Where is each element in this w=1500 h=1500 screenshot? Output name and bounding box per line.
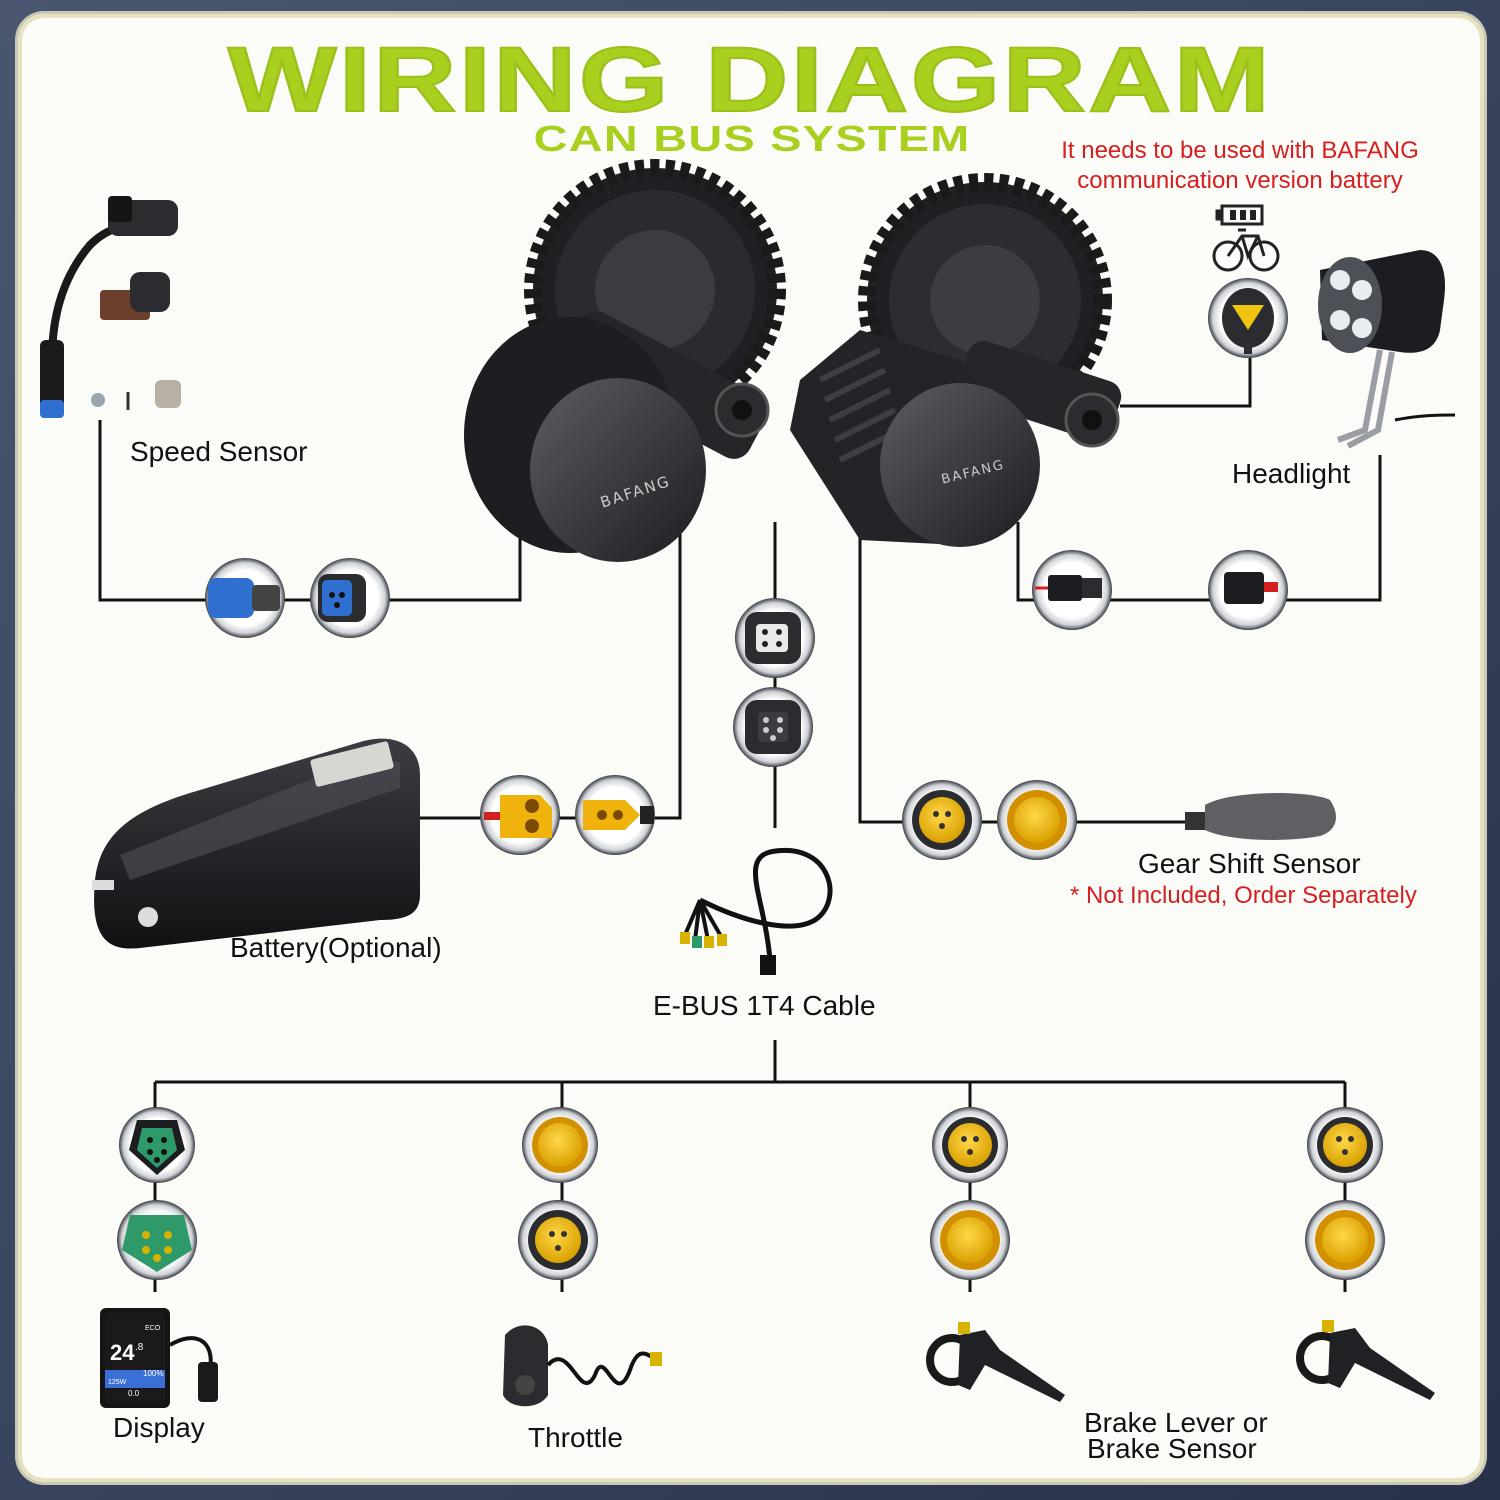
- battery-note-line-2: communication version battery: [1077, 167, 1403, 194]
- motor-right: BAFANG: [790, 173, 1122, 547]
- brake-lever-2-image: [1296, 1320, 1435, 1400]
- display-connector-bottom: [117, 1200, 197, 1280]
- headlight-connector-light-side: [1208, 550, 1288, 630]
- page-title: WIRING DIAGRAM: [227, 28, 1273, 132]
- wire-gear-shift: [858, 522, 1190, 824]
- brake-1-connector-bottom: [930, 1200, 1010, 1280]
- wire-speed-sensor: [98, 420, 522, 602]
- brake-2-connector-top: [1307, 1107, 1383, 1183]
- wire-bus-branch: [153, 1040, 1347, 1110]
- speed-sensor-image: [40, 196, 181, 418]
- gear-shift-connector-female: [902, 780, 982, 860]
- battery-image: [92, 738, 420, 949]
- ebus-connector-female: [733, 687, 813, 767]
- wire-headlight-power: [1120, 350, 1252, 408]
- throttle-label: Throttle: [528, 1422, 623, 1453]
- battery-connector-male: [575, 775, 655, 855]
- display-speed: 24: [110, 1340, 135, 1365]
- wires: [98, 350, 1382, 1292]
- wire-branch-stems: [153, 1180, 1347, 1292]
- display-image: 24 .8 ECO 100% 125W 0.0: [100, 1308, 218, 1408]
- gear-shift-sensor-image: [1185, 793, 1336, 840]
- brake-2-connector-bottom: [1305, 1200, 1385, 1280]
- battery-icon: [1215, 204, 1264, 226]
- display-mode: ECO: [145, 1325, 161, 1332]
- throttle-connector-bottom: [518, 1200, 598, 1280]
- headlight-image: [1318, 250, 1456, 449]
- display-trip: 0.0: [128, 1389, 140, 1398]
- brake-label: Brake Lever or Brake Sensor: [1084, 1407, 1268, 1464]
- brake-lever-1-image: [926, 1322, 1065, 1402]
- brake-1-connector-top: [932, 1107, 1008, 1183]
- headlight-power-connector: [1208, 278, 1288, 358]
- speed-sensor-connector-male: [205, 558, 285, 638]
- battery-note: It needs to be used with BAFANG communic…: [1040, 136, 1440, 196]
- motor-left: BAFANG: [464, 159, 786, 562]
- battery-label: Battery(Optional): [230, 932, 442, 963]
- wire-battery: [420, 520, 682, 820]
- wire-headlight: [1016, 455, 1382, 602]
- gear-shift-connector-male: [997, 780, 1077, 860]
- speed-sensor-label: Speed Sensor: [130, 436, 308, 467]
- ebus-connector-male: [735, 598, 815, 678]
- page-subtitle: CAN BUS SYSTEM: [533, 118, 971, 159]
- bicycle-icon: [1212, 228, 1280, 272]
- headlight-connector-motor-side: [1032, 550, 1112, 630]
- brake-label-line-1: Brake Lever or: [1084, 1407, 1268, 1438]
- throttle-image: [503, 1325, 662, 1407]
- ebus-cable-image: [680, 847, 833, 975]
- display-label: Display: [113, 1412, 205, 1443]
- gear-shift-sensor-label: Gear Shift Sensor: [1138, 848, 1361, 879]
- display-battery: 100%: [143, 1369, 163, 1378]
- ebus-cable-label: E-BUS 1T4 Cable: [653, 990, 876, 1021]
- display-speed-decimal: .8: [135, 1342, 144, 1353]
- brake-label-line-2: Brake Sensor: [1087, 1433, 1257, 1464]
- not-included-note: * Not Included, Order Separately: [1070, 882, 1417, 909]
- display-connector-top: [119, 1107, 195, 1183]
- throttle-connector-top: [522, 1107, 598, 1183]
- speed-sensor-connector-female: [310, 558, 390, 638]
- battery-connector-female: [480, 775, 560, 855]
- battery-note-line-1: It needs to be used with BAFANG: [1061, 137, 1419, 164]
- headlight-label: Headlight: [1232, 458, 1351, 489]
- display-power: 125W: [108, 1379, 127, 1386]
